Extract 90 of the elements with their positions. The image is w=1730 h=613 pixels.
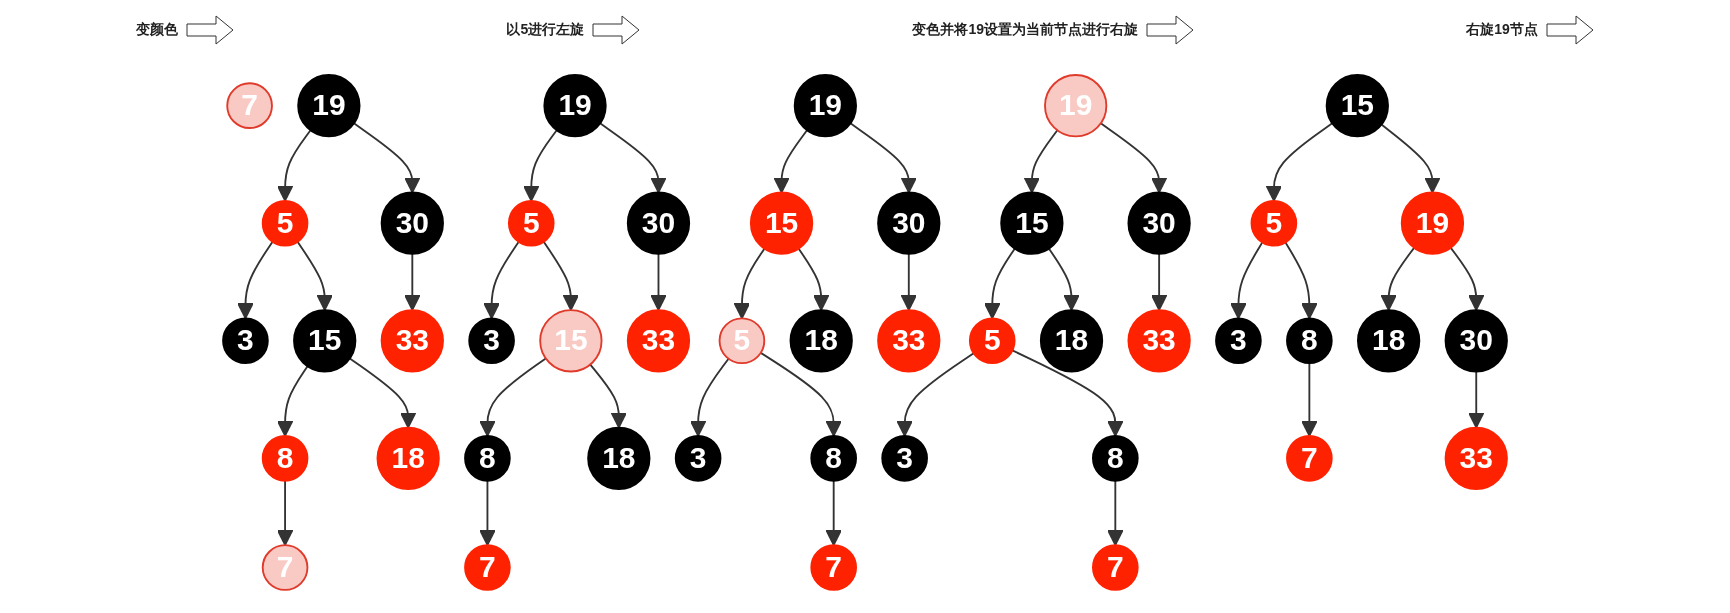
arrow xyxy=(689,357,730,437)
node-circle: 33 xyxy=(380,309,444,373)
arrow xyxy=(348,357,417,429)
arrow xyxy=(797,247,830,311)
node-circle: 5 xyxy=(1250,199,1298,247)
arrow xyxy=(276,479,294,546)
node-circle: 18 xyxy=(1039,309,1104,373)
arrow xyxy=(1301,362,1318,437)
arrow xyxy=(900,253,918,311)
node-circle: 3 xyxy=(881,435,928,482)
arrow xyxy=(1380,246,1416,311)
step-label: 变色并将19设置为当前节点进行右旋 xyxy=(912,21,1138,39)
node-circle: 19 xyxy=(1044,74,1108,138)
arrow xyxy=(825,479,842,546)
arrow xyxy=(479,479,496,546)
node-circle: 8 xyxy=(261,435,309,482)
arrow xyxy=(849,122,918,194)
node-circle: 5 xyxy=(261,199,309,247)
node-circle: 18 xyxy=(376,426,440,490)
arrow xyxy=(1380,123,1441,194)
node-circle: 33 xyxy=(1444,426,1508,490)
node-circle: 15 xyxy=(539,309,603,373)
node-circle: 33 xyxy=(877,309,941,373)
node-circle: 30 xyxy=(626,191,691,255)
node-circle: 7 xyxy=(1286,435,1333,482)
node-circle: 3 xyxy=(674,435,722,482)
node-circle: 3 xyxy=(468,317,515,365)
arrow xyxy=(589,363,628,429)
arrow xyxy=(276,365,309,437)
arrow xyxy=(599,122,667,194)
step-label: 以5进行左旋 xyxy=(506,21,585,39)
node-circle: 3 xyxy=(1215,317,1262,365)
node-circle: 18 xyxy=(587,426,651,490)
node-circle: 3 xyxy=(222,317,269,365)
node-circle: 15 xyxy=(293,309,357,373)
arrow xyxy=(984,247,1016,320)
arrow xyxy=(523,129,558,202)
node-circle: 8 xyxy=(810,435,857,482)
node-circle: 8 xyxy=(1286,317,1333,365)
arrow xyxy=(353,122,421,194)
node-circle: 18 xyxy=(1357,309,1421,373)
step-label: 右旋19节点 xyxy=(1466,21,1538,39)
node-circle: 7 xyxy=(464,544,511,591)
arrow xyxy=(296,240,333,311)
arrow xyxy=(896,352,975,437)
arrow xyxy=(1230,241,1264,320)
node-circle: 30 xyxy=(1444,309,1508,373)
arrow xyxy=(479,357,547,437)
arrow xyxy=(733,247,766,320)
arrow xyxy=(1449,246,1485,311)
arrow xyxy=(1107,479,1124,546)
arrow xyxy=(1048,247,1080,311)
arrow xyxy=(1468,370,1485,429)
node-circle: 19 xyxy=(543,74,607,138)
step-label: 变颜色 xyxy=(136,21,179,39)
arrow xyxy=(404,253,421,311)
node-circle: 8 xyxy=(464,435,511,482)
arrow xyxy=(542,240,580,311)
node-circle: 19 xyxy=(1400,191,1465,255)
node-circle: 5 xyxy=(507,199,555,247)
node-circle: 30 xyxy=(380,191,444,255)
arrow xyxy=(1099,122,1168,194)
node-circle: 5 xyxy=(968,317,1016,365)
node-circle: 7 xyxy=(261,544,309,591)
arrow xyxy=(276,129,312,202)
node-circle: 30 xyxy=(877,191,941,255)
node-circle: 15 xyxy=(1325,74,1389,138)
arrow xyxy=(1150,253,1168,311)
node-circle: 33 xyxy=(1127,309,1191,373)
node-circle: 33 xyxy=(626,309,691,373)
node-circle: 19 xyxy=(793,74,857,138)
node-circle: 18 xyxy=(789,309,853,373)
arrow xyxy=(773,129,808,194)
arrow xyxy=(1011,349,1124,437)
arrow xyxy=(1265,122,1334,202)
node-circle: 7 xyxy=(1092,544,1139,591)
node-circle: 19 xyxy=(297,74,361,138)
node-circle: 7 xyxy=(810,544,857,591)
arrow xyxy=(650,253,667,311)
node-circle: 15 xyxy=(1000,191,1064,255)
node-circle: 5 xyxy=(718,317,766,365)
arrow xyxy=(237,240,274,320)
node-circle: 7 xyxy=(226,82,273,129)
node-circle: 30 xyxy=(1127,191,1191,255)
arrow xyxy=(1023,129,1059,194)
arrow xyxy=(483,240,520,320)
node-circle: 15 xyxy=(749,191,814,255)
node-circle: 8 xyxy=(1092,435,1139,482)
arrow xyxy=(1284,241,1318,320)
arrow xyxy=(759,351,842,437)
